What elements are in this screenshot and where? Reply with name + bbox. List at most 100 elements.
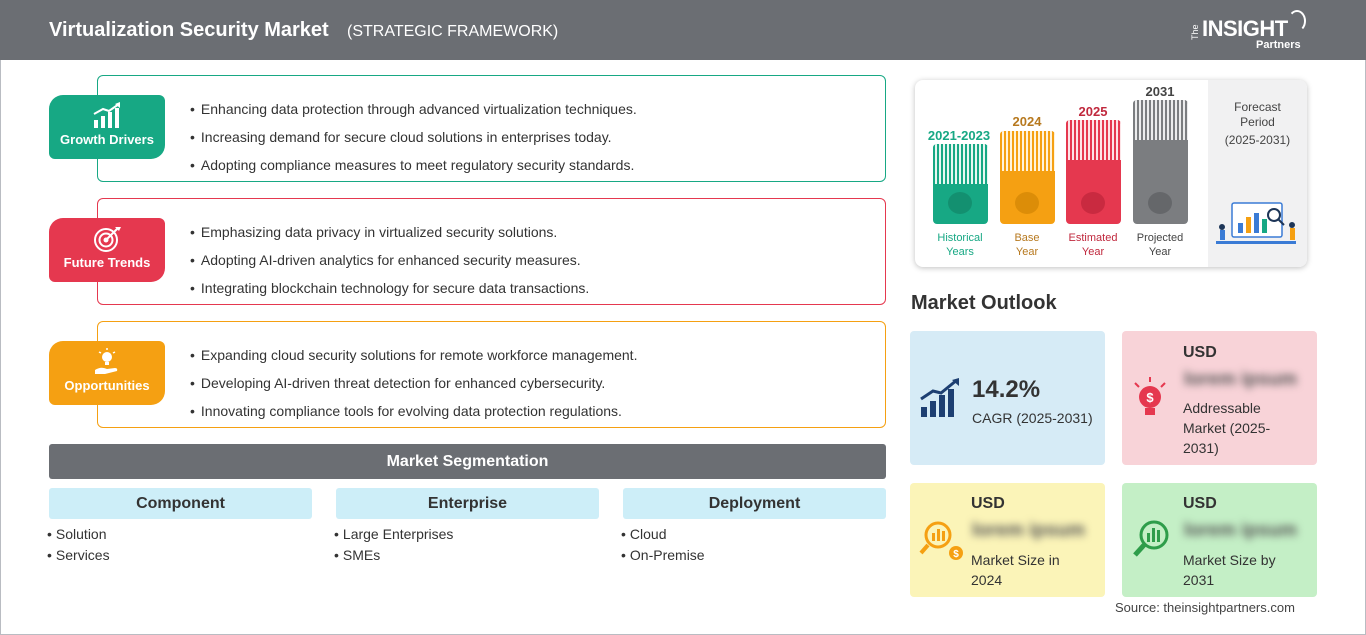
- calendar-icon: [1015, 192, 1039, 214]
- opportunities-badge: Opportunities: [49, 341, 165, 405]
- growth-drivers-label: Growth Drivers: [60, 132, 154, 147]
- year-label-historical: 2021-2023: [927, 128, 991, 143]
- segment-heading-deployment: Deployment: [623, 488, 886, 519]
- source-credit: Source: theinsightpartners.com: [1115, 600, 1295, 615]
- label-line1: Market Size in: [971, 552, 1060, 568]
- caption-line1: Estimated: [1068, 232, 1118, 244]
- future-trend-item: Emphasizing data privacy in virtualized …: [190, 218, 589, 246]
- market-outlook-title: Market Outlook: [911, 292, 1057, 314]
- label-line2: Market (2025-: [1183, 420, 1271, 436]
- segment-list-deployment: Cloud On-Premise: [621, 524, 705, 566]
- size-2031-currency: USD: [1183, 495, 1217, 512]
- caption-line2: Year: [1081, 246, 1105, 258]
- history-icon: [948, 192, 972, 214]
- bar-stripes: [1133, 100, 1188, 140]
- cagr-label: CAGR (2025-2031): [972, 410, 1093, 426]
- bar-stripes: [933, 144, 988, 184]
- cagr-card: [910, 331, 1105, 465]
- growth-driver-item: Increasing demand for secure cloud solut…: [190, 123, 637, 151]
- estimate-icon: [1081, 192, 1105, 214]
- target-icon: [94, 227, 121, 252]
- year-label-projected: 2031: [1145, 84, 1175, 99]
- caption-projected: Projected Year: [1125, 231, 1195, 259]
- bar-estimated: [1066, 120, 1121, 224]
- future-trend-item: Integrating blockchain technology for se…: [190, 274, 589, 302]
- size-2024-label: Market Size in 2024: [971, 550, 1060, 590]
- cagr-value: 14.2%: [972, 376, 1041, 403]
- label-line2: 2024: [971, 572, 1003, 588]
- lightbulb-hand-icon: [95, 348, 118, 374]
- segment-list-enterprise: Large Enterprises SMEs: [334, 524, 454, 566]
- opportunities-label: Opportunities: [64, 378, 150, 393]
- label-line2: 2031: [1183, 572, 1215, 588]
- caption-line1: Projected: [1136, 232, 1184, 244]
- market-size-2031-card: USD lorem ipsum Market Size by 2031: [1122, 483, 1317, 597]
- bar-projected: [1133, 100, 1188, 224]
- addressable-currency: USD: [1183, 344, 1217, 361]
- segment-item: Services: [47, 545, 110, 566]
- segment-list-component: Solution Services: [47, 524, 110, 566]
- label-line1: Market Size by: [1183, 552, 1276, 568]
- page-title: Virtualization Security Market: [49, 19, 329, 41]
- opportunity-item: Developing AI-driven threat detection fo…: [190, 369, 637, 397]
- bar-stripes: [1000, 131, 1055, 171]
- label-line3: 2031): [1183, 440, 1219, 456]
- growth-driver-item: Enhancing data protection through advanc…: [190, 95, 637, 123]
- segment-item: Cloud: [621, 524, 705, 545]
- insight-partners-logo[interactable]: The INSIGHT Partners: [1190, 10, 1310, 52]
- growth-drivers-card: Enhancing data protection through advanc…: [97, 75, 886, 182]
- logo-insight: INSIGHT: [1202, 16, 1288, 41]
- growth-drivers-badge: Growth Drivers: [49, 95, 165, 159]
- svg-text:$: $: [953, 549, 959, 560]
- projection-icon: [1148, 192, 1172, 214]
- caption-historical: Historical Years: [925, 231, 995, 259]
- future-trends-label: Future Trends: [63, 255, 151, 270]
- bar-stripes: [1066, 120, 1121, 160]
- segmentation-title: Market Segmentation: [49, 444, 886, 479]
- forecast-panel: Forecast Period (2025-2031): [1208, 80, 1307, 267]
- page-subtitle: (STRATEGIC FRAMEWORK): [347, 23, 559, 40]
- forecast-range: (2025-2031): [1224, 133, 1291, 147]
- future-trends-badge: Future Trends: [49, 218, 165, 282]
- segment-item: On-Premise: [621, 545, 705, 566]
- forecast-label: Forecast Period: [1208, 100, 1307, 130]
- caption-line2: Years: [946, 246, 974, 258]
- coin-search-icon: $: [919, 521, 963, 560]
- addressable-market-card: USD lorem ipsum Addressable Market (2025…: [1122, 331, 1317, 465]
- label-line1: Addressable: [1183, 400, 1261, 416]
- opportunity-item: Expanding cloud security solutions for r…: [190, 341, 638, 369]
- segment-heading-component: Component: [49, 488, 312, 519]
- analytics-illustration-icon: [1216, 202, 1296, 244]
- forecast-label-line2: Period: [1240, 115, 1275, 129]
- size-2031-label: Market Size by 2031: [1183, 550, 1276, 590]
- header-bar: Virtualization Security Market (STRATEGI…: [0, 0, 1366, 60]
- year-label-base: 2024: [1012, 114, 1042, 129]
- bar-base: [1000, 131, 1055, 224]
- size-2024-currency: USD: [971, 495, 1005, 512]
- growth-bars-icon: [920, 378, 959, 417]
- caption-line2: Year: [1148, 246, 1172, 258]
- future-trend-item: Adopting AI-driven analytics for enhance…: [190, 246, 589, 274]
- money-bulb-icon: $: [1134, 377, 1166, 415]
- addressable-value: lorem ipsum: [1184, 369, 1297, 390]
- caption-line1: Base: [1014, 232, 1040, 244]
- segment-item: Large Enterprises: [334, 524, 454, 545]
- future-trends-card: Emphasizing data privacy in virtualized …: [97, 198, 886, 305]
- logo-partners: Partners: [1256, 39, 1301, 51]
- opportunities-card: Expanding cloud security solutions for r…: [97, 321, 886, 428]
- caption-line1: Historical: [937, 232, 983, 244]
- svg-text:$: $: [1146, 390, 1154, 405]
- chart-search-icon: [1133, 520, 1169, 557]
- size-2024-value: lorem ipsum: [972, 520, 1085, 541]
- growth-chart-icon: [93, 102, 120, 128]
- forecast-label-line1: Forecast: [1234, 100, 1281, 114]
- market-size-2024-card: USD lorem ipsum Market Size in 2024 $: [910, 483, 1105, 597]
- caption-line2: Year: [1015, 246, 1039, 258]
- logo-swoosh-icon: [1288, 10, 1306, 32]
- year-label-estimated: 2025: [1078, 104, 1108, 119]
- bar-historical: [933, 144, 988, 224]
- caption-estimated: Estimated Year: [1058, 231, 1128, 259]
- growth-driver-item: Adopting compliance measures to meet reg…: [190, 151, 637, 179]
- segment-item: Solution: [47, 524, 110, 545]
- size-2031-value: lorem ipsum: [1184, 520, 1297, 541]
